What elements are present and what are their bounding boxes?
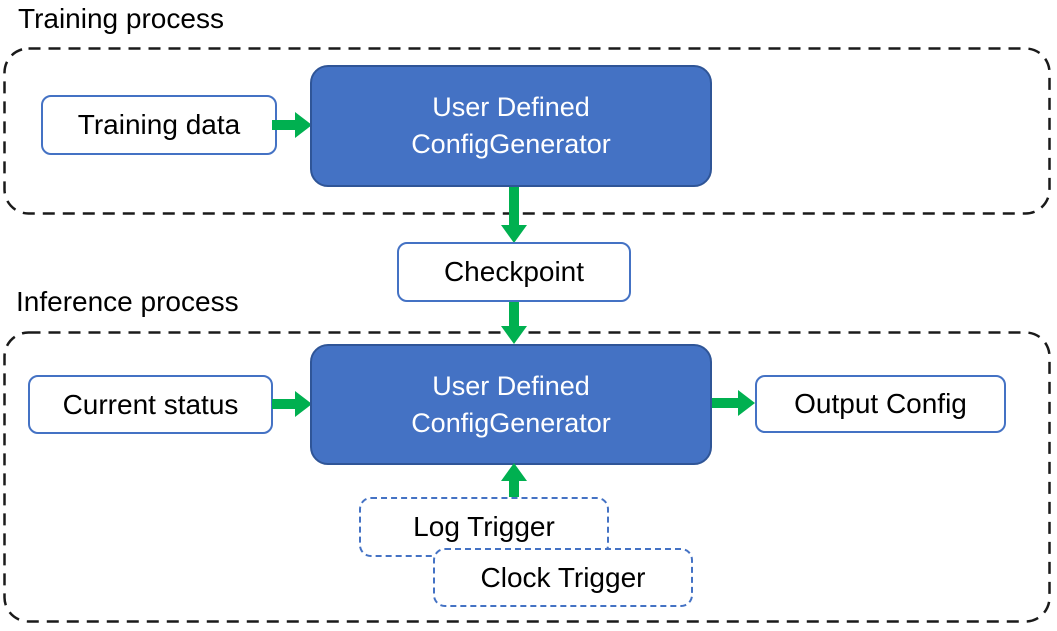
inference-generator-line1: User Defined xyxy=(432,370,590,401)
training-generator-line2: ConfigGenerator xyxy=(411,129,611,159)
training-generator-line1: User Defined xyxy=(432,92,590,122)
output-config-box: Output Config xyxy=(755,375,1006,433)
arrow-right-generator-to-output-icon xyxy=(712,390,755,416)
inference-generator-line2: ConfigGenerator xyxy=(411,407,611,438)
training-generator-box: User Defined ConfigGenerator xyxy=(310,65,712,187)
arrow-head xyxy=(501,326,527,344)
clock-trigger-box: Clock Trigger xyxy=(433,548,693,607)
output-config-label: Output Config xyxy=(794,388,967,419)
arrow-shaft xyxy=(712,398,740,408)
current-status-box: Current status xyxy=(28,375,273,434)
arrow-head xyxy=(295,112,312,138)
inference-section-title: Inference process xyxy=(16,286,239,317)
current-status-label: Current status xyxy=(62,388,239,420)
arrow-right-training-data-to-generator-icon xyxy=(272,112,312,138)
arrow-head xyxy=(295,391,312,417)
checkpoint-label: Checkpoint xyxy=(443,256,585,287)
arrow-shaft xyxy=(272,399,297,409)
training-section-title: Training process xyxy=(18,3,224,34)
arrow-shaft xyxy=(509,302,519,327)
training-data-box: Training data xyxy=(41,95,277,155)
arrow-up-triggers-to-generator-icon xyxy=(501,463,527,498)
arrow-right-current-status-to-generator-icon xyxy=(272,391,312,417)
arrow-head xyxy=(738,390,755,416)
checkpoint-box: Checkpoint xyxy=(397,242,631,302)
clock-trigger-label: Clock Trigger xyxy=(480,561,646,593)
arrow-head xyxy=(501,225,527,243)
inference-generator-box: User Defined ConfigGenerator xyxy=(310,344,712,465)
arrow-down-generator-to-checkpoint-icon xyxy=(501,187,527,243)
arrow-shaft xyxy=(272,120,297,130)
training-section-container xyxy=(3,47,1051,215)
arrow-head xyxy=(501,463,527,481)
arrow-shaft xyxy=(509,187,519,226)
training-data-label: Training data xyxy=(77,109,241,140)
arrow-down-checkpoint-to-inference-icon xyxy=(501,302,527,344)
inference-section-container xyxy=(3,331,1051,623)
log-trigger-label: Log Trigger xyxy=(413,511,555,542)
arrow-shaft xyxy=(509,480,519,498)
